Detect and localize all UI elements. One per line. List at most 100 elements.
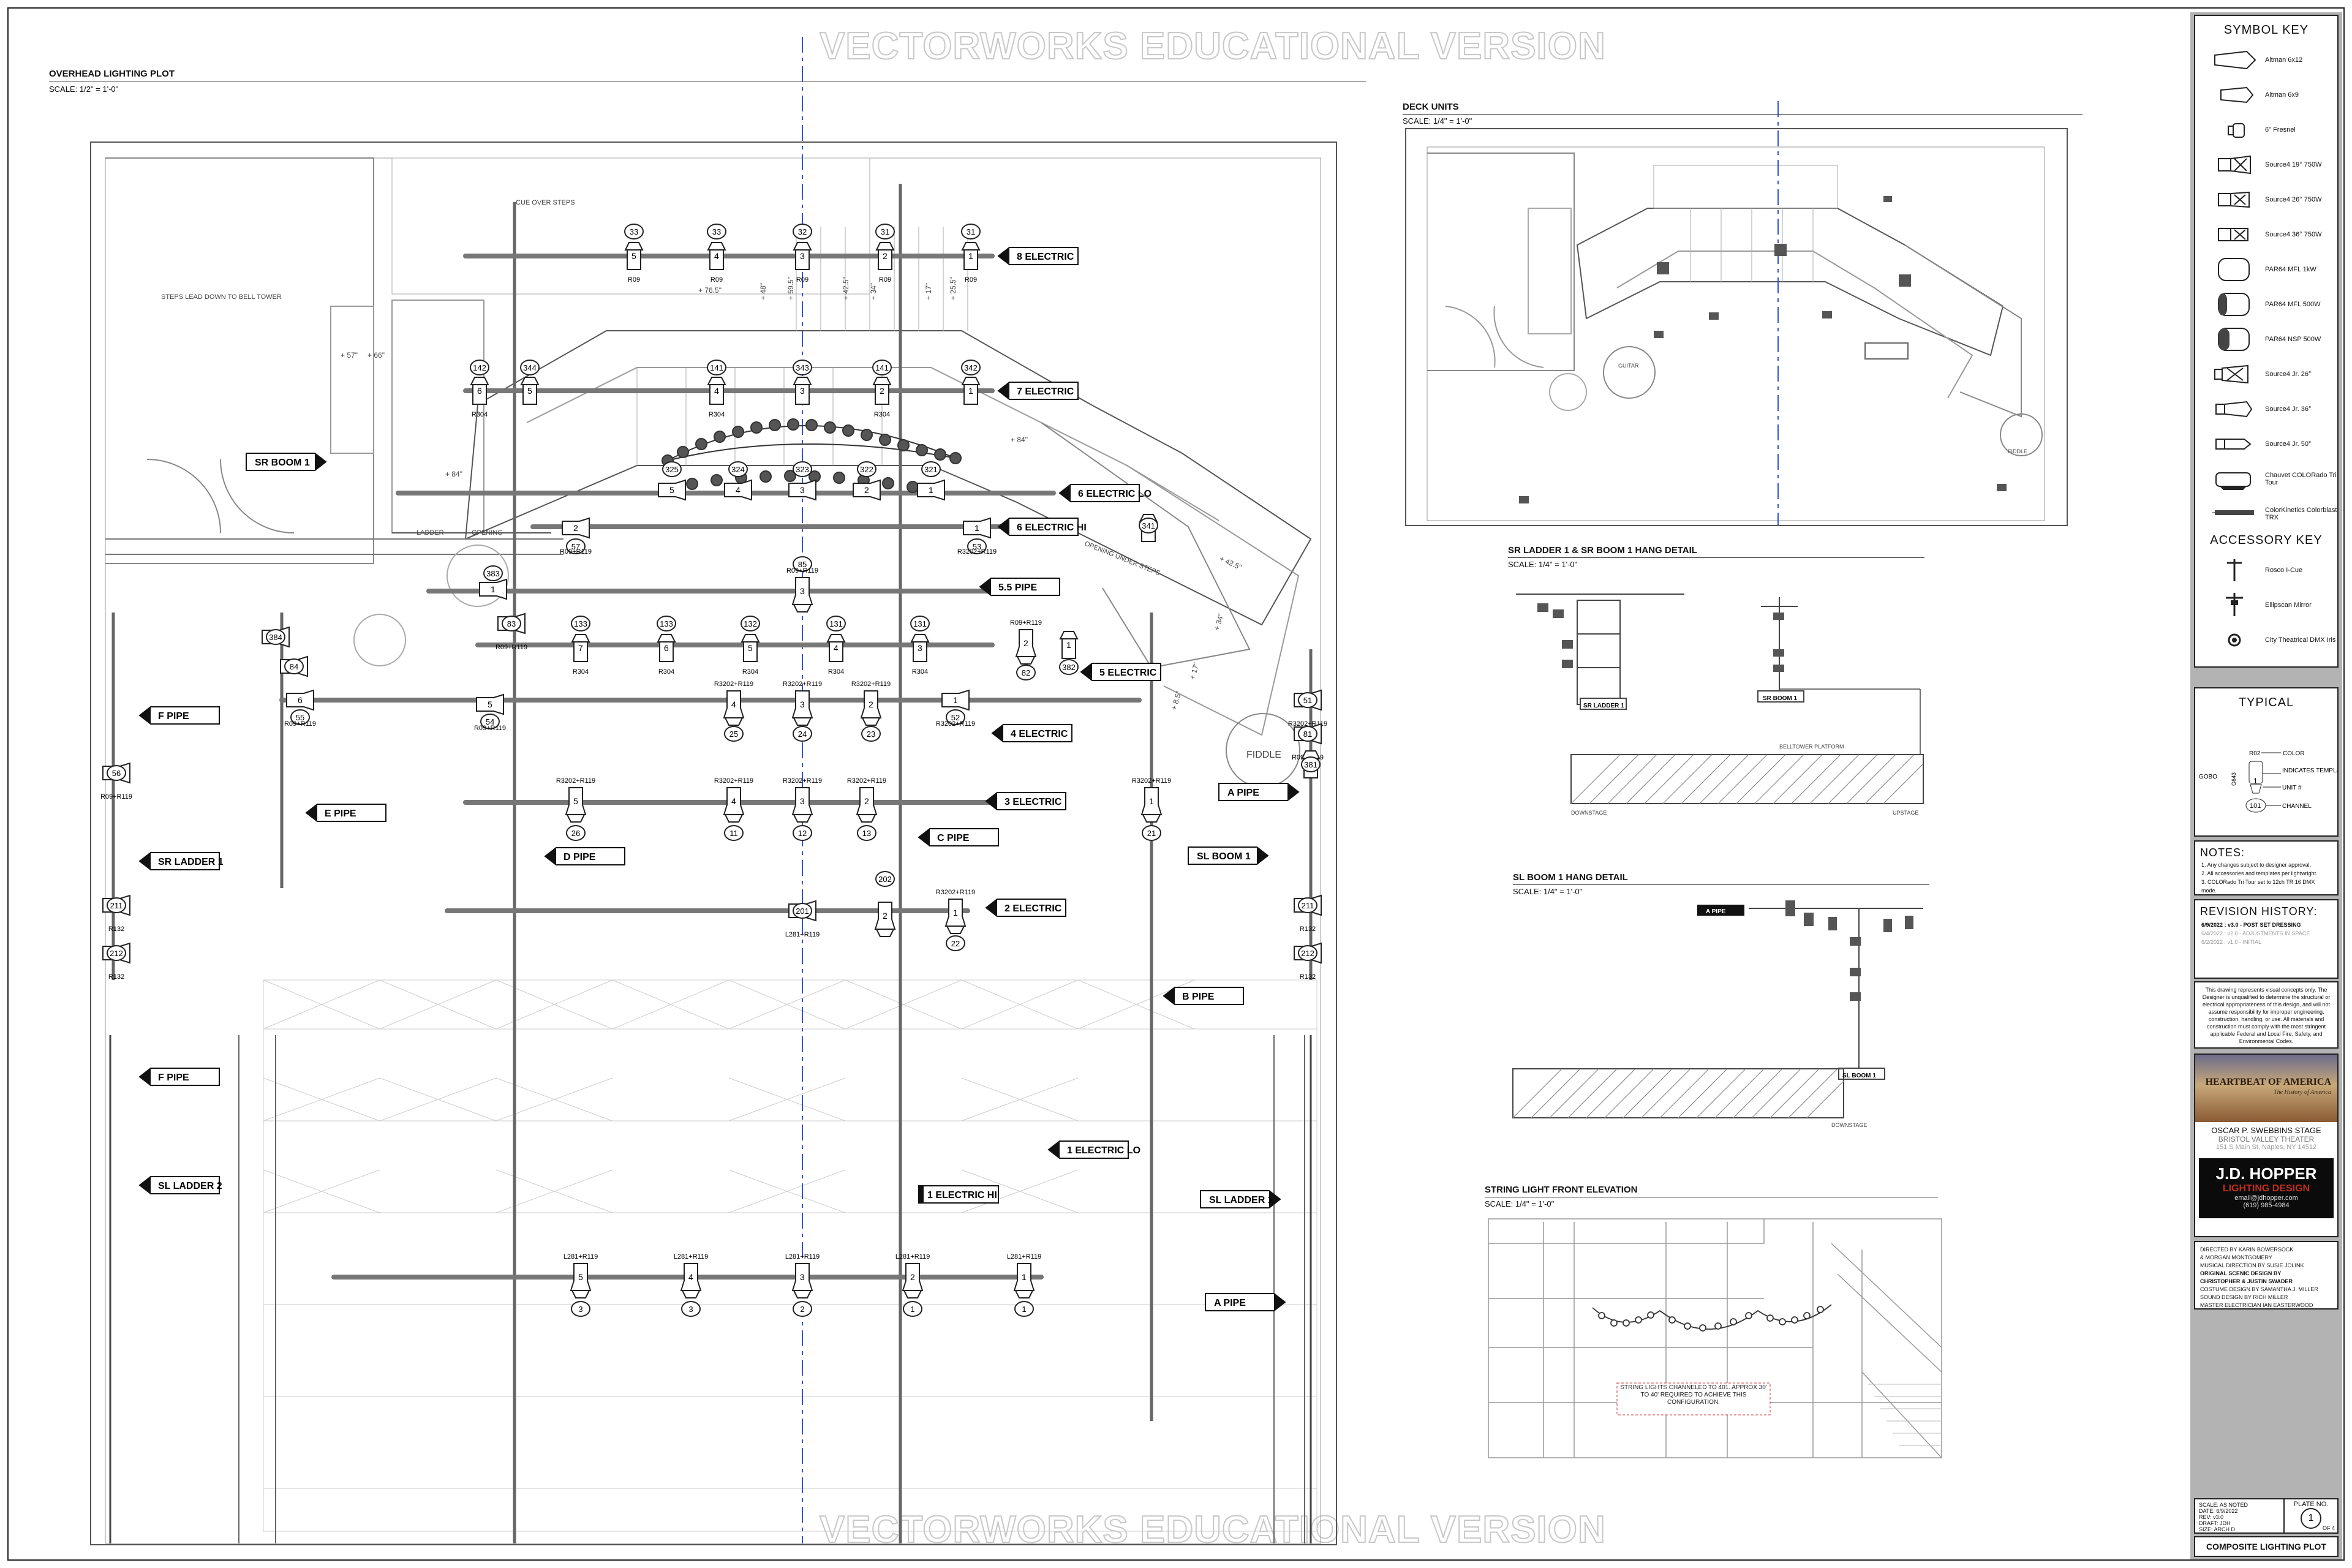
symbol-key-label: Altman 6x12	[2265, 56, 2303, 64]
channel-bubble	[480, 714, 500, 729]
unit-number: 1	[1022, 1272, 1027, 1282]
label-6-electric-lo: 6 ELECTRIC LO	[1058, 484, 1152, 502]
string-light-elevation	[1488, 1218, 1942, 1458]
svg-text:+ 76.5": + 76.5"	[698, 286, 722, 295]
label-1-electric-hi: 1 ELECTRIC HI	[918, 1185, 999, 1204]
channel-bubble	[875, 224, 895, 239]
symbol-key-label: PAR64 MFL 1kW	[2265, 265, 2316, 273]
sr-detail-upstage: UPSTAGE	[1893, 810, 1918, 816]
channel-number: 133	[660, 619, 673, 628]
color-code: L281+R119	[785, 931, 820, 938]
channel-bubble	[566, 538, 586, 554]
svg-text:+ 42.5": + 42.5"	[842, 277, 850, 300]
plate-size: SIZE: ARCH D	[2199, 1526, 2236, 1532]
symbol-key-label: Source4 19° 750W	[2265, 160, 2322, 168]
channel-number: 2	[800, 1305, 804, 1314]
par64-mfl-1kw-icon	[2218, 257, 2250, 281]
channel-number: 1	[1022, 1305, 1026, 1314]
svg-text:A PIPE: A PIPE	[1227, 788, 1259, 798]
unit-number: 1	[491, 584, 496, 594]
color-code: R304	[658, 668, 674, 676]
color-code: R132	[108, 925, 124, 933]
channel-bubble	[961, 360, 981, 375]
channel-number: 31	[881, 227, 889, 236]
channel-number: 343	[796, 363, 809, 372]
svg-text:CHANNEL: CHANNEL	[2282, 803, 2312, 810]
color-code: R09+R119	[474, 725, 506, 732]
symbol-key-label: Source4 Jr. 26°	[2265, 370, 2312, 378]
unit-number: 4	[714, 386, 719, 396]
channel-bubble	[266, 629, 285, 645]
accessory-key-item: Ellipscan Mirror	[2195, 587, 2337, 622]
lighting-fixture: 151R3202+R119	[1288, 689, 1327, 728]
channel-number: 325	[665, 465, 679, 474]
label-6-electric-hi: 6 ELECTRIC HI	[997, 518, 1087, 536]
channel-number: 3	[578, 1305, 582, 1314]
sr-detail-ladder-label: SR LADDER 1	[1583, 703, 1624, 709]
color-code: R09+R119	[1010, 619, 1042, 627]
unit-number: 4	[688, 1272, 693, 1282]
svg-text:1 ELECTRIC HI: 1 ELECTRIC HI	[927, 1190, 997, 1200]
typical-panel: TYPICAL R02 COLOR GOBO G643 1 INDICATES …	[2194, 687, 2348, 837]
symbol-key-item: Source4 36° 750W	[2195, 217, 2337, 252]
channel-bubble	[946, 935, 965, 951]
channel-number: 141	[710, 363, 723, 372]
symbol-key-item: ColorKinetics Colorblast TRX	[2195, 496, 2337, 531]
show-logo: HEARTBEAT OF AMERICA The History of Amer…	[2195, 1055, 2337, 1122]
channel-number: 381	[1304, 760, 1317, 769]
note-steps-bell-tower: STEPS LEAD DOWN TO BELL TOWER	[161, 293, 282, 301]
channel-number: 54	[486, 717, 494, 726]
color-code: R304	[573, 668, 589, 676]
channel-bubble	[107, 897, 126, 913]
unit-number: 5	[578, 1272, 583, 1282]
channel-bubble	[707, 360, 726, 375]
channel-number: 212	[110, 949, 123, 958]
channel-number: 3	[688, 1305, 693, 1314]
unit-number: 3	[800, 1272, 805, 1282]
sr-detail-boom-label: SR BOOM 1	[1763, 695, 1798, 702]
color-code: R304	[912, 668, 928, 676]
unit-number: 2	[883, 251, 888, 261]
color-code: R304	[828, 668, 844, 676]
channel-bubble	[1301, 756, 1321, 772]
channel-bubble	[728, 461, 748, 477]
label-f-pipe-upper: F PIPE	[138, 706, 220, 725]
unit-number: 4	[714, 251, 719, 261]
unit-number: 2	[880, 386, 884, 396]
svg-text:3 ELECTRIC: 3 ELECTRIC	[1005, 797, 1062, 807]
source4-26-icon	[2218, 191, 2250, 208]
svg-text:+ 17": + 17"	[1188, 662, 1200, 680]
notes-panel: NOTES: 1. Any changes subject to designe…	[2194, 840, 2339, 895]
color-code: R3202+R119	[714, 680, 753, 688]
channel-bubble	[793, 461, 812, 477]
channel-bubble	[520, 360, 540, 375]
color-code: R3202+R119	[847, 777, 886, 785]
channel-number: 322	[860, 465, 873, 474]
channel-number: 211	[110, 901, 123, 910]
lighting-fixture: 4211R132	[1294, 894, 1322, 933]
symbol-key-item: Chauvet COLORado Tri Tour	[2195, 461, 2337, 496]
typical-diagram: R02 COLOR GOBO G643 1 INDICATES TEMPLATE…	[2199, 750, 2348, 813]
svg-text:6 ELECTRIC LO: 6 ELECTRIC LO	[1078, 489, 1152, 499]
channel-bubble	[724, 825, 744, 841]
svg-text:G643: G643	[2231, 772, 2237, 786]
channel-bubble	[875, 871, 895, 887]
channel-number: 12	[798, 829, 807, 838]
symbol-key-item: Source4 Jr. 26°	[2195, 356, 2337, 391]
symbol-key-label: Altman 6x9	[2265, 91, 2299, 99]
channel-number: 384	[269, 633, 282, 642]
